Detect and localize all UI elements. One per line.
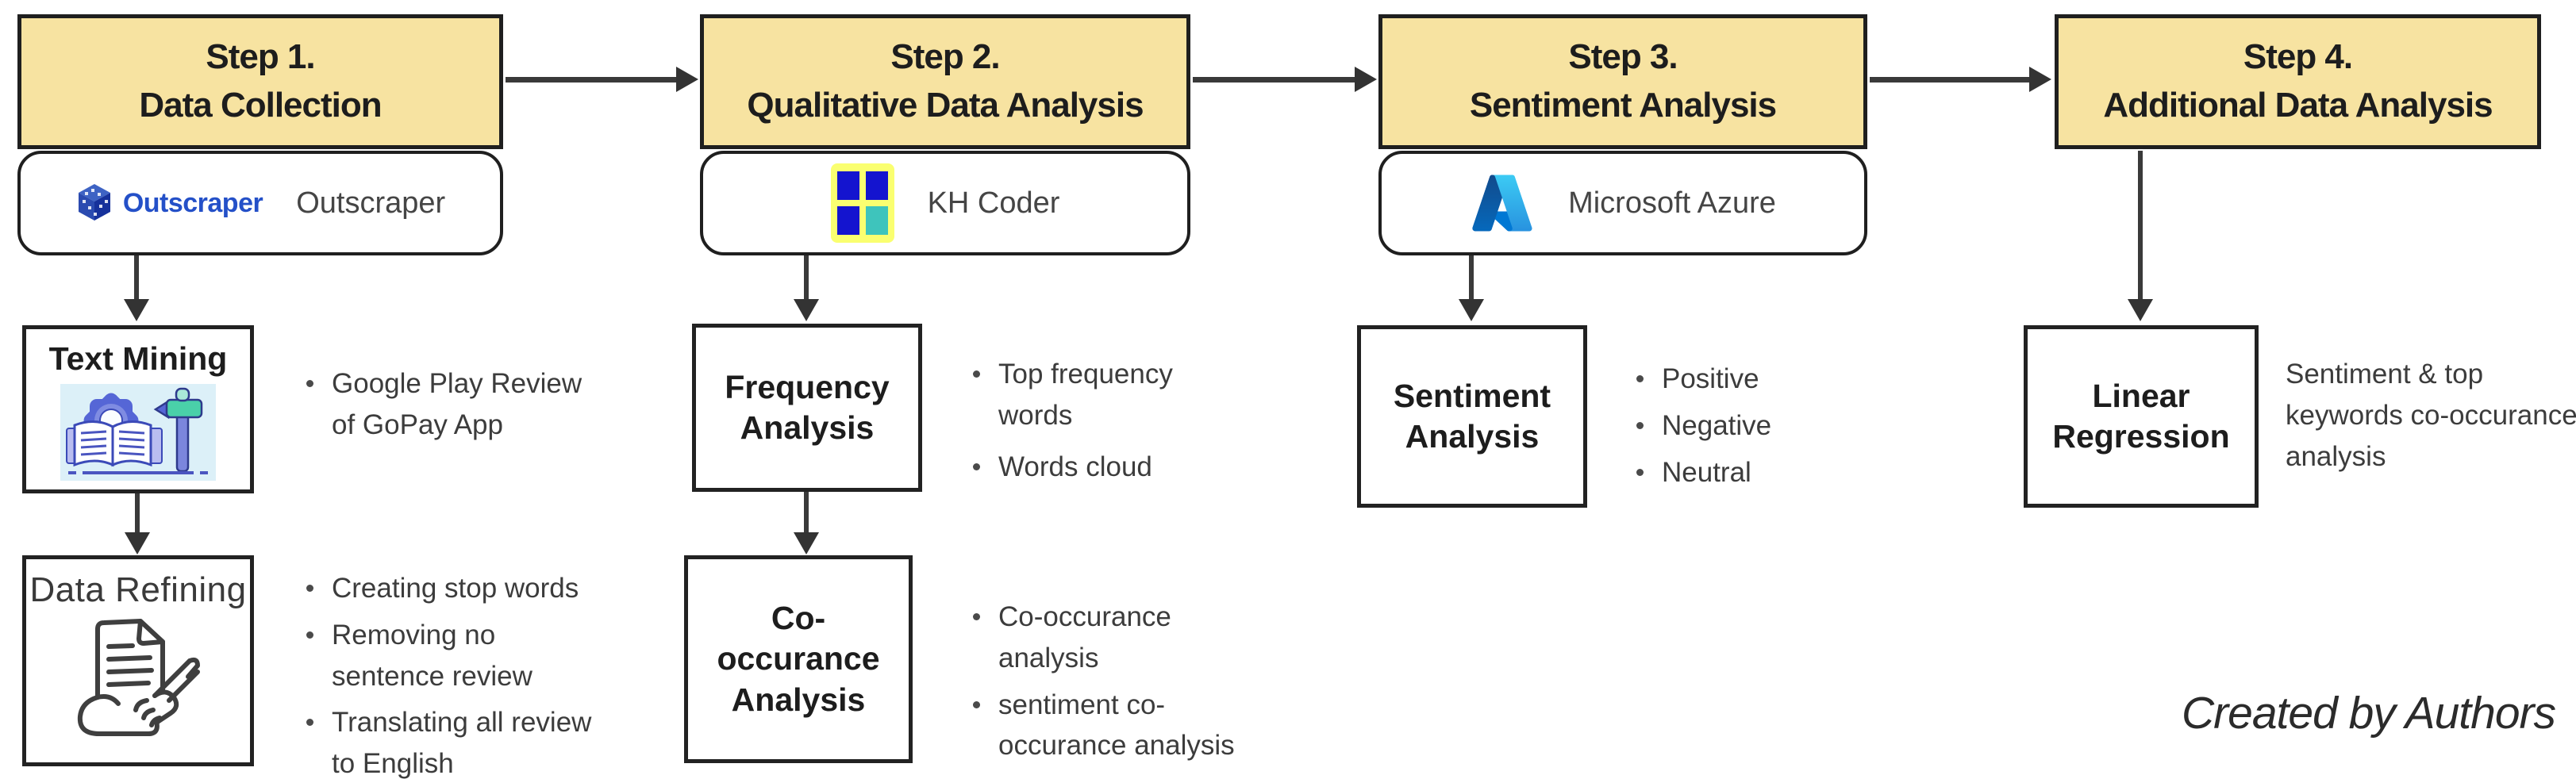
credit-text: Created by Authors bbox=[2182, 688, 2556, 739]
arrow-step4-to-regression bbox=[2128, 151, 2153, 321]
frequency-analysis-title: Frequency Analysis bbox=[725, 368, 890, 446]
frequency-analysis-box: Frequency Analysis bbox=[692, 324, 922, 492]
linear-regression-box: Linear Regression bbox=[2024, 325, 2259, 508]
cooccurance-analysis-title: Co-occurance Analysis bbox=[717, 600, 880, 718]
sentiment-analysis-box: Sentiment Analysis bbox=[1357, 325, 1587, 508]
arrow-outscraper-to-text-mining bbox=[124, 255, 149, 321]
tool-box-azure: Microsoft Azure bbox=[1378, 151, 1867, 255]
step2-title-line2: Qualitative Data Analysis bbox=[747, 86, 1144, 125]
linear-regression-title: Linear Regression bbox=[2052, 377, 2230, 455]
bullet-item: Negative bbox=[1636, 405, 1900, 447]
cooccurance-analysis-box: Co-occurance Analysis bbox=[684, 555, 913, 763]
text-mining-box: Text Mining bbox=[22, 325, 254, 493]
khcoder-icon bbox=[830, 163, 894, 243]
outscraper-brand-text: Outscraper bbox=[122, 187, 263, 218]
linear-regression-note: Sentiment & top keywords co-occurance an… bbox=[2286, 359, 2576, 472]
azure-icon bbox=[1470, 171, 1535, 236]
step4-header: Step 4. Additional Data Analysis bbox=[2055, 14, 2541, 149]
arrow-azure-to-sentiment bbox=[1459, 255, 1484, 321]
bullet-item: Creating stop words bbox=[306, 568, 602, 609]
outscraper-tool-label: Outscraper bbox=[296, 186, 446, 220]
step2-title-line1: Step 2. bbox=[890, 37, 1000, 77]
text-mining-bullets: Google Play Review of GoPay App bbox=[303, 363, 602, 451]
tool-box-outscraper: Outscraper Outscraper bbox=[17, 151, 503, 255]
arrow-khcoder-to-frequency bbox=[794, 255, 819, 321]
bullet-item: Neutral bbox=[1636, 452, 1900, 493]
step2-header: Step 2. Qualitative Data Analysis bbox=[700, 14, 1190, 149]
step1-header: Step 1. Data Collection bbox=[17, 14, 503, 149]
arrow-step3-to-step4 bbox=[1870, 67, 2051, 92]
text-mining-icon bbox=[26, 384, 250, 482]
step3-title-line1: Step 3. bbox=[1568, 37, 1678, 77]
bullet-item: Top frequency words bbox=[973, 354, 1244, 436]
step4-title-line1: Step 4. bbox=[2243, 37, 2353, 77]
step3-header: Step 3. Sentiment Analysis bbox=[1378, 14, 1867, 149]
data-refining-title: Data Refining bbox=[29, 570, 247, 609]
outscraper-cube-icon bbox=[75, 182, 113, 224]
cooccurance-analysis-bullets: Co-occurance analysis sentiment co-occur… bbox=[970, 597, 1252, 772]
khcoder-tool-label: KH Coder bbox=[927, 186, 1060, 220]
bullet-item: Translating all review to English bbox=[306, 702, 602, 779]
data-refining-bullets: Creating stop words Removing no sentence… bbox=[303, 568, 602, 779]
bullet-item: Words cloud bbox=[973, 447, 1244, 488]
arrow-frequency-to-cooccurance bbox=[794, 492, 819, 555]
arrow-text-mining-to-data-refining bbox=[125, 493, 150, 555]
arrow-step1-to-step2 bbox=[506, 67, 698, 92]
data-refining-icon bbox=[26, 612, 250, 745]
text-mining-title: Text Mining bbox=[48, 340, 228, 377]
step1-title-line1: Step 1. bbox=[206, 37, 315, 77]
azure-tool-label: Microsoft Azure bbox=[1568, 186, 1776, 220]
bullet-item: Positive bbox=[1636, 359, 1900, 400]
step1-title-line2: Data Collection bbox=[139, 86, 382, 125]
arrow-step2-to-step3 bbox=[1193, 67, 1377, 92]
frequency-analysis-bullets: Top frequency words Words cloud bbox=[970, 354, 1244, 497]
bullet-item: Removing no sentence review bbox=[306, 615, 602, 697]
tool-box-khcoder: KH Coder bbox=[700, 151, 1190, 255]
data-refining-box: Data Refining bbox=[22, 555, 254, 766]
sentiment-analysis-bullets: Positive Negative Neutral bbox=[1633, 359, 1900, 498]
step3-title-line2: Sentiment Analysis bbox=[1469, 86, 1777, 125]
bullet-item: Google Play Review of GoPay App bbox=[306, 363, 602, 446]
bullet-item: Co-occurance analysis bbox=[973, 597, 1252, 679]
step4-title-line2: Additional Data Analysis bbox=[2103, 86, 2493, 125]
bullet-item: sentiment co-occurance analysis bbox=[973, 685, 1252, 767]
sentiment-analysis-title: Sentiment Analysis bbox=[1393, 377, 1551, 455]
